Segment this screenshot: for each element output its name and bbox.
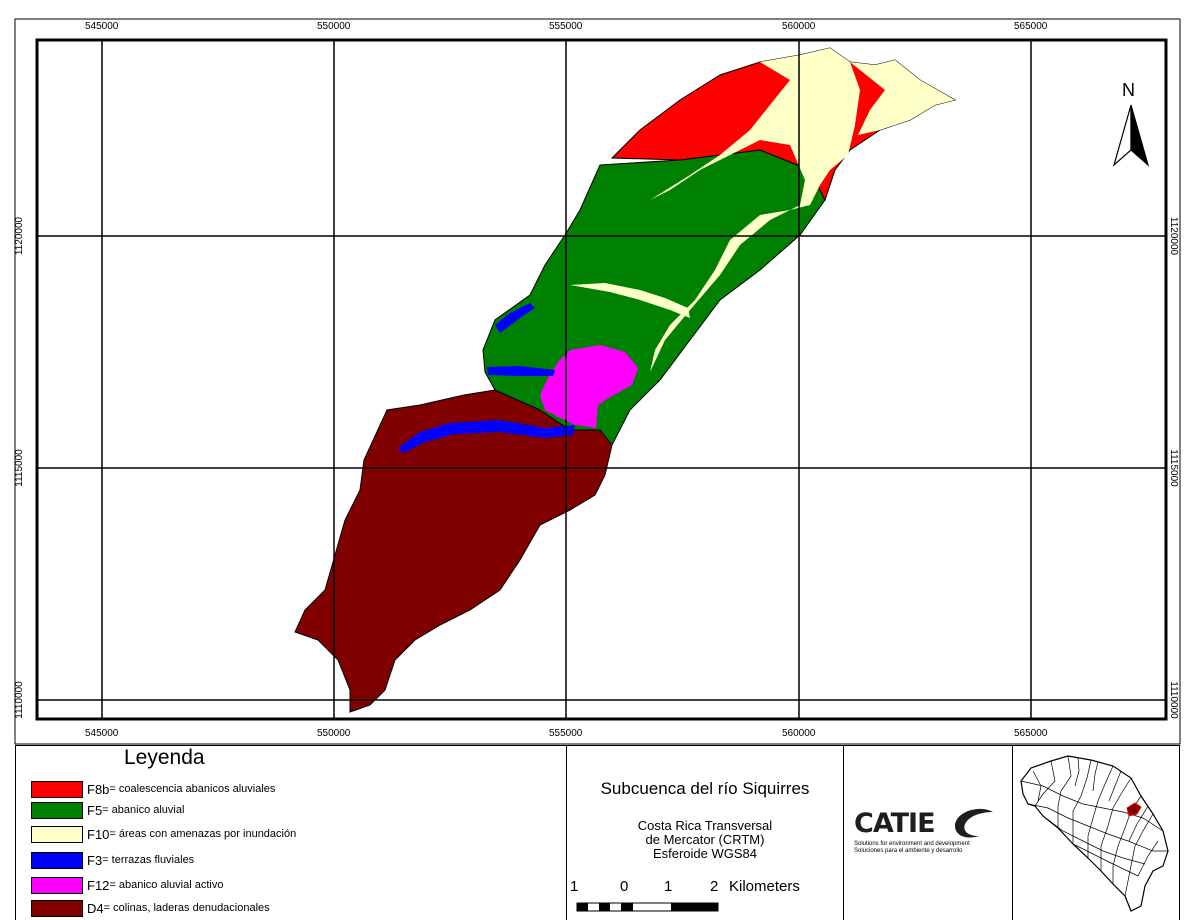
legend-desc: = áreas con amenazas por inundación xyxy=(109,828,297,840)
scale-bar xyxy=(576,902,719,912)
legend-item-f8b: F8b = coalescencia abanicos aluviales xyxy=(31,780,275,798)
legend-code: F5 xyxy=(87,802,103,818)
study-area-marker xyxy=(1126,802,1142,817)
unit-f3-upper xyxy=(495,303,535,333)
locator-panel xyxy=(1012,745,1180,920)
legend-desc: = colinas, laderas denudacionales xyxy=(103,902,270,914)
x-tick-bottom-565000: 565000 xyxy=(1014,728,1048,739)
y-tick-right-1115000: 1115000 xyxy=(1168,449,1179,487)
scale-label-1-left: 1 xyxy=(570,878,579,895)
x-tick-top-545000: 545000 xyxy=(85,21,119,32)
x-tick-bottom-560000: 560000 xyxy=(782,728,816,739)
y-tick-left-1110000: 1110000 xyxy=(14,681,25,719)
legend-swatch-d4 xyxy=(31,899,83,917)
y-tick-right-1120000: 1120000 xyxy=(1168,216,1179,256)
legend-desc: = coalescencia abanicos aluviales xyxy=(109,783,276,795)
graticule xyxy=(37,40,1166,719)
unit-d4 xyxy=(294,389,613,713)
projection-line-3: Esferoide WGS84 xyxy=(652,846,758,861)
legend-swatch-f10 xyxy=(31,825,83,843)
map-neatline xyxy=(35,38,1168,721)
unit-f10-east xyxy=(850,60,955,135)
unit-f10-main xyxy=(620,48,860,372)
legend-swatch-f12 xyxy=(31,876,83,894)
x-tick-bottom-555000: 555000 xyxy=(549,728,583,739)
legend-desc: = abanico aluvial activo xyxy=(109,879,224,891)
unit-f12 xyxy=(540,345,638,428)
x-tick-top-550000: 550000 xyxy=(317,21,351,32)
legend-swatch-f5 xyxy=(31,801,83,819)
scale-label-1: 1 xyxy=(664,878,673,895)
north-label: N xyxy=(1122,80,1135,100)
scale-label-0: 0 xyxy=(620,878,629,895)
legend-swatch-f8b xyxy=(31,780,83,798)
y-tick-left-1120000: 1120000 xyxy=(14,216,25,256)
x-tick-top-560000: 560000 xyxy=(782,21,816,32)
projection-line-1: Costa Rica Transversal xyxy=(637,818,773,833)
legend-code: F12 xyxy=(87,877,110,893)
x-tick-bottom-550000: 550000 xyxy=(317,728,351,739)
y-tick-right-1110000: 1110000 xyxy=(1168,681,1179,719)
unit-f3-mid xyxy=(487,366,555,376)
legend-item-f12: F12 = abanico aluvial activo xyxy=(31,876,223,894)
catie-swoosh-icon xyxy=(955,808,993,838)
projection-line-2: de Mercator (CRTM) xyxy=(645,832,765,847)
unit-f3-lower xyxy=(398,420,575,453)
north-arrow-icon xyxy=(1112,104,1150,167)
x-tick-top-565000: 565000 xyxy=(1014,21,1048,32)
costa-rica-locator-map xyxy=(1020,755,1169,912)
x-tick-bottom-545000: 545000 xyxy=(85,728,119,739)
info-panel: Subcuenca del río Siquirres Costa Rica T… xyxy=(566,745,844,920)
catie-logo-text: CATIE xyxy=(854,808,936,839)
y-tick-left-1115000: 1115000 xyxy=(14,449,25,487)
legend-panel: Leyenda F8b = coalescencia abanicos aluv… xyxy=(15,745,567,920)
legend-item-d4: D4 = colinas, laderas denudacionales xyxy=(31,899,270,917)
x-tick-top-555000: 555000 xyxy=(549,21,583,32)
legend-swatch-f3 xyxy=(31,851,83,869)
catie-tagline-1: Solutions for environment and developmen… xyxy=(854,841,970,847)
legend-code: D4 xyxy=(87,900,104,916)
map-title: Subcuenca del río Siquirres xyxy=(600,779,810,798)
scale-unit-label: Kilometers xyxy=(729,878,800,895)
catie-tagline-2: Soluciones para el ambiente y desarrollo xyxy=(854,848,963,854)
legend-code: F8b xyxy=(87,781,110,797)
legend-title: Leyenda xyxy=(124,746,205,769)
logo-panel: CATIE Solutions for environment and deve… xyxy=(843,745,1013,920)
legend-item-f3: F3 = terrazas fluviales xyxy=(31,851,194,869)
watershed-units xyxy=(294,47,957,713)
map-frame[interactable]: N 545000 550000 555000 560000 565000 545… xyxy=(0,0,1185,745)
legend-desc: = terrazas fluviales xyxy=(102,854,195,866)
catie-logo: CATIE Solutions for environment and deve… xyxy=(854,806,1004,866)
map-canvas xyxy=(14,18,1181,745)
legend-item-f5: F5 = abanico aluvial xyxy=(31,801,184,819)
legend-desc: = abanico aluvial xyxy=(102,804,185,816)
legend-code: F10 xyxy=(87,826,110,842)
unit-f10-finger xyxy=(570,283,690,318)
scale-label-2: 2 xyxy=(710,878,719,895)
legend-item-f10: F10 = áreas con amenazas por inundación xyxy=(31,825,296,843)
legend-code: F3 xyxy=(87,852,103,868)
